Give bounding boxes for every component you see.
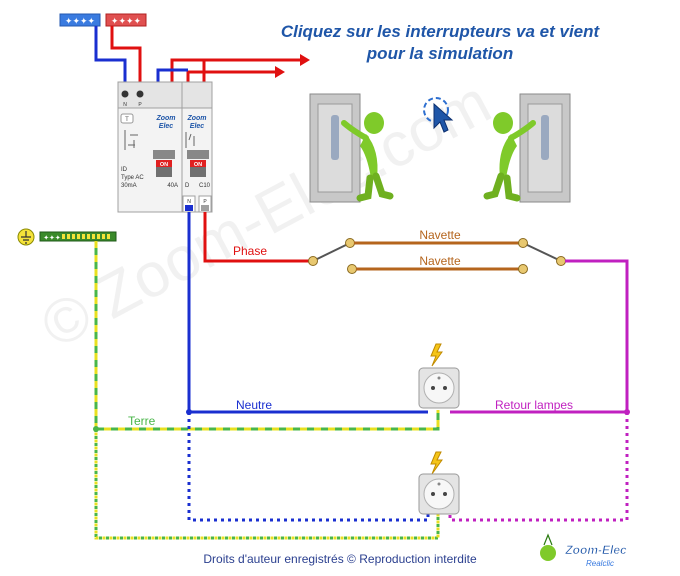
rcd-terminal-p-label: P [138, 102, 142, 108]
return-wire-lower [448, 412, 629, 522]
red-branch-arrow [275, 66, 285, 78]
rcd-breaker[interactable]: N P T Zoom Elec ON ID Type AC 30mA 40A [117, 81, 183, 213]
rcd-spec-sensitivity: 30mA [121, 183, 137, 189]
mcb-brand-line2: Elec [190, 123, 205, 130]
rcd-terminal-n [121, 90, 129, 98]
rcd-terminal-p [136, 90, 144, 98]
mcb-terminal-p [201, 205, 209, 211]
rcd-lever-track [153, 150, 175, 159]
switch-plate-right[interactable] [483, 93, 571, 203]
mcb-terminal-n [185, 205, 193, 211]
phase-feed-wire [110, 26, 142, 86]
neutral-busbar: ✦✦✦✦ [59, 13, 101, 27]
title-line-1: Cliquez sur les interrupteurs va et vien… [280, 22, 600, 41]
rcd-test-button[interactable] [120, 113, 134, 124]
mcb-terminal-n-label: N [187, 199, 191, 205]
figure-left [341, 112, 394, 202]
rcd-terminal-n-label: N [123, 102, 127, 108]
figure-right [483, 112, 536, 202]
phase-wire [203, 212, 313, 263]
hand-pointer-icon [423, 97, 454, 133]
logo-tagline: Realclic [586, 559, 614, 568]
mcb-on-label: ON [194, 162, 202, 168]
mcb-on-indicator [190, 160, 206, 167]
mcb-terminal-p-label: P [203, 199, 207, 205]
rcd-spec-type: Type AC [121, 175, 144, 181]
copyright-footer: Droits d'auteur enregistrés © Reproducti… [203, 552, 477, 566]
mcb-rating: C10 [199, 183, 211, 189]
switch-1[interactable] [308, 238, 357, 274]
phase-busbar: ✦✦✦✦ [105, 13, 147, 27]
svg-text:✦✦✦: ✦✦✦ [43, 234, 61, 242]
earth-wire [93, 241, 440, 540]
rcd-rating: 40A [167, 183, 178, 189]
rcd-on-indicator [156, 160, 172, 167]
rcd-spec-id: ID [121, 167, 128, 173]
lightning-icon [430, 451, 443, 475]
mcb-lever[interactable] [190, 167, 206, 177]
label-retour: Retour lampes [495, 398, 573, 412]
earth-bar: ✦✦✦ [17, 228, 117, 246]
label-terre: Terre [128, 414, 156, 428]
neutral-junction [186, 409, 192, 415]
mcb-brand-line1: Zoom [186, 115, 206, 122]
rcd-symbol-icon [124, 130, 138, 150]
blue-drop-wire [156, 68, 188, 86]
rcd-test-label: T [125, 117, 129, 123]
red-branch-wire [186, 70, 275, 86]
label-neutre: Neutre [236, 398, 272, 412]
mcb-breaker[interactable]: Zoom Elec ON D C10 N P [181, 81, 213, 213]
mcb-symbol-icon [185, 132, 195, 148]
label-navette-top: Navette [419, 228, 461, 242]
svg-text:✦✦✦✦: ✦✦✦✦ [65, 16, 96, 26]
phase-out-arrow [300, 54, 310, 66]
zoom-elec-logo[interactable]: Zoom-Elec Realclic [540, 533, 627, 568]
neutral-feed-wire [94, 26, 127, 86]
return-wire [450, 259, 629, 414]
title-line-2: pour la simulation [366, 44, 514, 63]
rcd-brand-line2: Elec [159, 123, 174, 130]
return-junction [624, 409, 630, 415]
switch-2[interactable] [518, 238, 566, 274]
mcb-curve: D [185, 183, 190, 189]
rcd-lever[interactable] [156, 167, 172, 177]
mcb-lever-track [187, 150, 209, 159]
label-phase: Phase [233, 244, 267, 258]
lightning-icon [430, 343, 443, 367]
label-navette-bottom: Navette [419, 254, 461, 268]
lamp-socket-1[interactable] [418, 343, 460, 409]
logo-name: Zoom-Elec [564, 543, 627, 557]
switch-plate-left[interactable] [309, 93, 394, 203]
rcd-on-label: ON [160, 162, 168, 168]
phase-out-wire [170, 58, 300, 86]
lamp-socket-2[interactable] [418, 451, 460, 515]
rcd-brand-line1: Zoom [155, 115, 175, 122]
svg-text:✦✦✦✦: ✦✦✦✦ [111, 16, 142, 26]
